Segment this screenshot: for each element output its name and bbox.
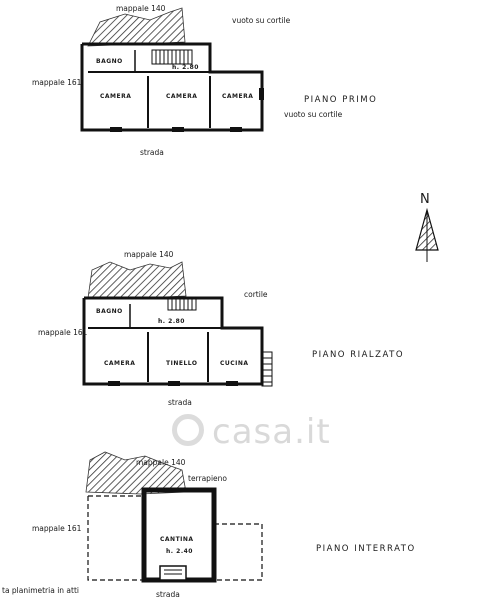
room-label-bagno-rialzato: BAGNO <box>96 308 123 315</box>
stair-piano-rialzato <box>167 298 197 311</box>
neighbor-bottom-primo: strada <box>140 148 164 157</box>
hatch-mappale-140 <box>87 7 186 47</box>
neighbor-top-interrato: mappale 140 <box>136 458 186 467</box>
north-arrow-icon <box>415 207 439 262</box>
neighbor-bottom-rialzato: strada <box>168 398 192 407</box>
room-label-camera-3-primo: CAMERA <box>222 93 254 100</box>
room-label-camera-2-primo: CAMERA <box>166 93 198 100</box>
room-label-camera-1-primo: CAMERA <box>100 93 132 100</box>
footer-note: ta planimetria in atti <box>2 586 79 595</box>
stair-piano-primo <box>151 49 193 65</box>
watermark-text: casa.it <box>212 412 331 452</box>
hatch-mappale-140 <box>85 451 187 495</box>
room-label-tinello-rialzato: TINELLO <box>166 360 198 367</box>
floor-title-rialzato: PIANO RIALZATO <box>312 350 405 360</box>
neighbor-right-rialzato: cortile <box>244 290 268 299</box>
neighbor-right-primo: vuoto su cortile <box>284 110 343 119</box>
north-label: N <box>420 192 430 207</box>
plan-piano-interrato <box>85 451 263 583</box>
room-label-bagno-primo: BAGNO <box>96 58 123 65</box>
height-label-interrato: h. 2.40 <box>166 548 193 555</box>
casa-logo-icon <box>172 414 204 446</box>
neighbor-right-interrato: terrapieno <box>188 474 227 483</box>
exterior-stair <box>261 351 273 387</box>
room-label-cucina-rialzato: CUCINA <box>220 360 249 367</box>
plan-piano-primo <box>80 7 264 132</box>
floor-title-primo: PIANO PRIMO <box>304 95 378 105</box>
neighbor-left-primo: mappale 161 <box>32 78 82 87</box>
room-label-camera-rialzato: CAMERA <box>104 360 136 367</box>
neighbor-top-rialzato: mappale 140 <box>124 250 174 259</box>
neighbor-bottom-interrato: strada <box>156 590 180 599</box>
neighbor-top-primo: mappale 140 <box>116 4 166 13</box>
plan-piano-rialzato <box>82 261 273 387</box>
neighbor-right-top-primo: vuoto su cortile <box>232 16 291 25</box>
floor-title-interrato: PIANO INTERRATO <box>316 544 416 554</box>
neighbor-left-interrato: mappale 161 <box>32 524 82 533</box>
height-label-rialzato: h. 2.80 <box>158 318 185 325</box>
hatch-mappale-140 <box>87 261 187 299</box>
height-label-primo: h. 2.80 <box>172 64 199 71</box>
room-label-cantina: CANTINA <box>160 536 194 543</box>
neighbor-left-rialzato: mappale 161 <box>38 328 88 337</box>
